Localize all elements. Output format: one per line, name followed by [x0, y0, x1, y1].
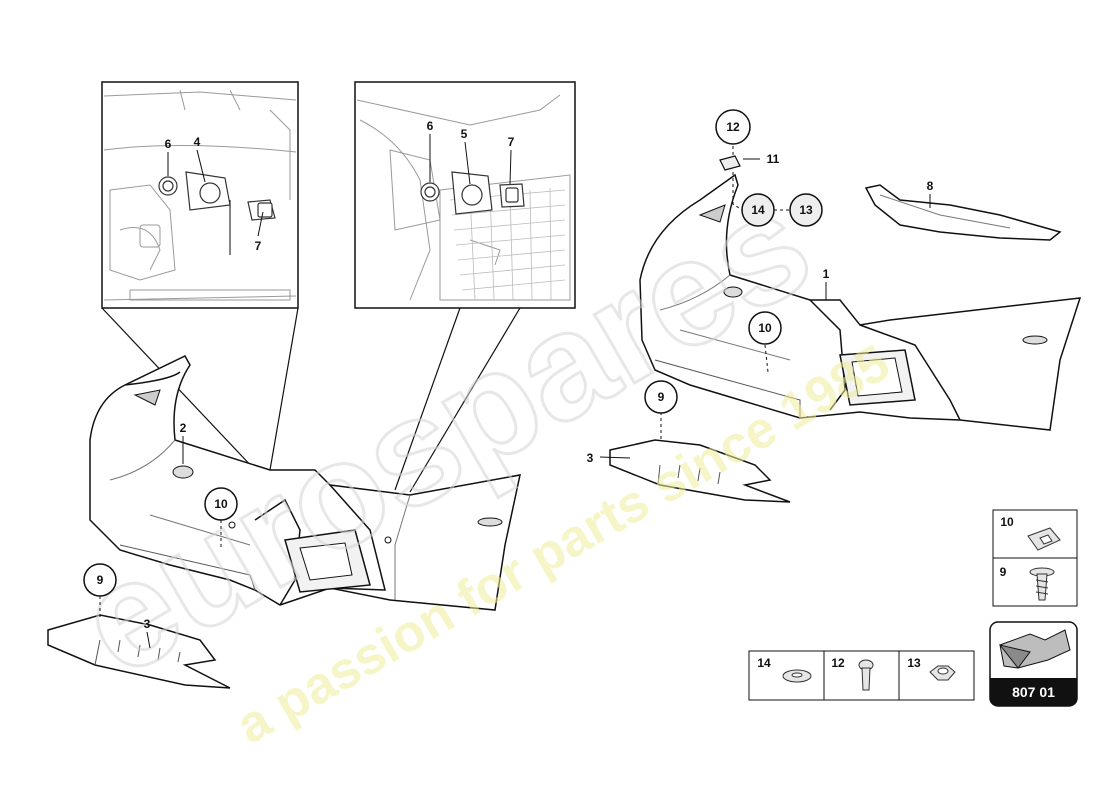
callout-9-left: 9 [83, 563, 117, 597]
front-bumper-right-view [639, 173, 1082, 431]
callout-13: 13 [789, 193, 823, 227]
svg-text:12: 12 [726, 120, 740, 134]
bolt-icon [858, 659, 874, 691]
legend-bottom-13: 13 [907, 656, 921, 670]
callout-4: 4 [194, 135, 201, 149]
splitter-right [609, 439, 791, 503]
svg-text:14: 14 [751, 203, 765, 217]
callout-3-right: 3 [587, 451, 594, 465]
legend-side-10: 10 [1000, 515, 1014, 529]
direction-arrow-icon [998, 629, 1071, 669]
clip-11 [719, 155, 741, 171]
callout-7-right: 7 [508, 135, 515, 149]
legend-bottom: 14 12 13 [748, 650, 975, 701]
callout-3-left: 3 [144, 617, 151, 631]
legend-side: 10 9 [992, 509, 1078, 607]
svg-text:10: 10 [758, 321, 772, 335]
circled-callouts: 10 9 12 14 13 10 9 [83, 109, 823, 597]
page-reference-tile: 807 01 [989, 621, 1078, 707]
legend-side-9: 9 [1000, 565, 1007, 579]
callout-6-right: 6 [427, 119, 434, 133]
legend-bottom-12: 12 [831, 656, 845, 670]
detail-inset-left [101, 81, 299, 309]
callout-1: 1 [823, 267, 830, 281]
detail-inset-right [354, 81, 576, 309]
callout-labels: 6 4 7 6 5 7 2 3 1 3 8 11 [144, 119, 934, 631]
page-reference: 807 01 [1012, 684, 1055, 700]
svg-text:9: 9 [658, 390, 665, 404]
callout-12: 12 [715, 109, 751, 145]
svg-text:13: 13 [799, 203, 813, 217]
callout-leaders [99, 134, 931, 649]
callout-7-left: 7 [255, 239, 262, 253]
callout-8: 8 [927, 179, 934, 193]
splitter-left [47, 614, 231, 689]
legend-bottom-14: 14 [757, 656, 771, 670]
washer-icon [782, 669, 812, 683]
callout-6-left: 6 [165, 137, 172, 151]
svg-text:10: 10 [214, 497, 228, 511]
callout-5: 5 [461, 127, 468, 141]
svg-text:9: 9 [97, 573, 104, 587]
callout-2: 2 [180, 421, 187, 435]
mounting-bracket-8 [864, 184, 1062, 241]
callout-10-right: 10 [748, 311, 782, 345]
callout-11: 11 [767, 152, 780, 166]
callout-10-left: 10 [204, 487, 238, 521]
screw-icon [1029, 567, 1055, 601]
front-bumper-left-view [89, 355, 521, 611]
nut-icon [929, 665, 956, 681]
callout-14: 14 [741, 193, 775, 227]
callout-9-right: 9 [644, 380, 678, 414]
clip-nut-icon [1027, 527, 1061, 551]
